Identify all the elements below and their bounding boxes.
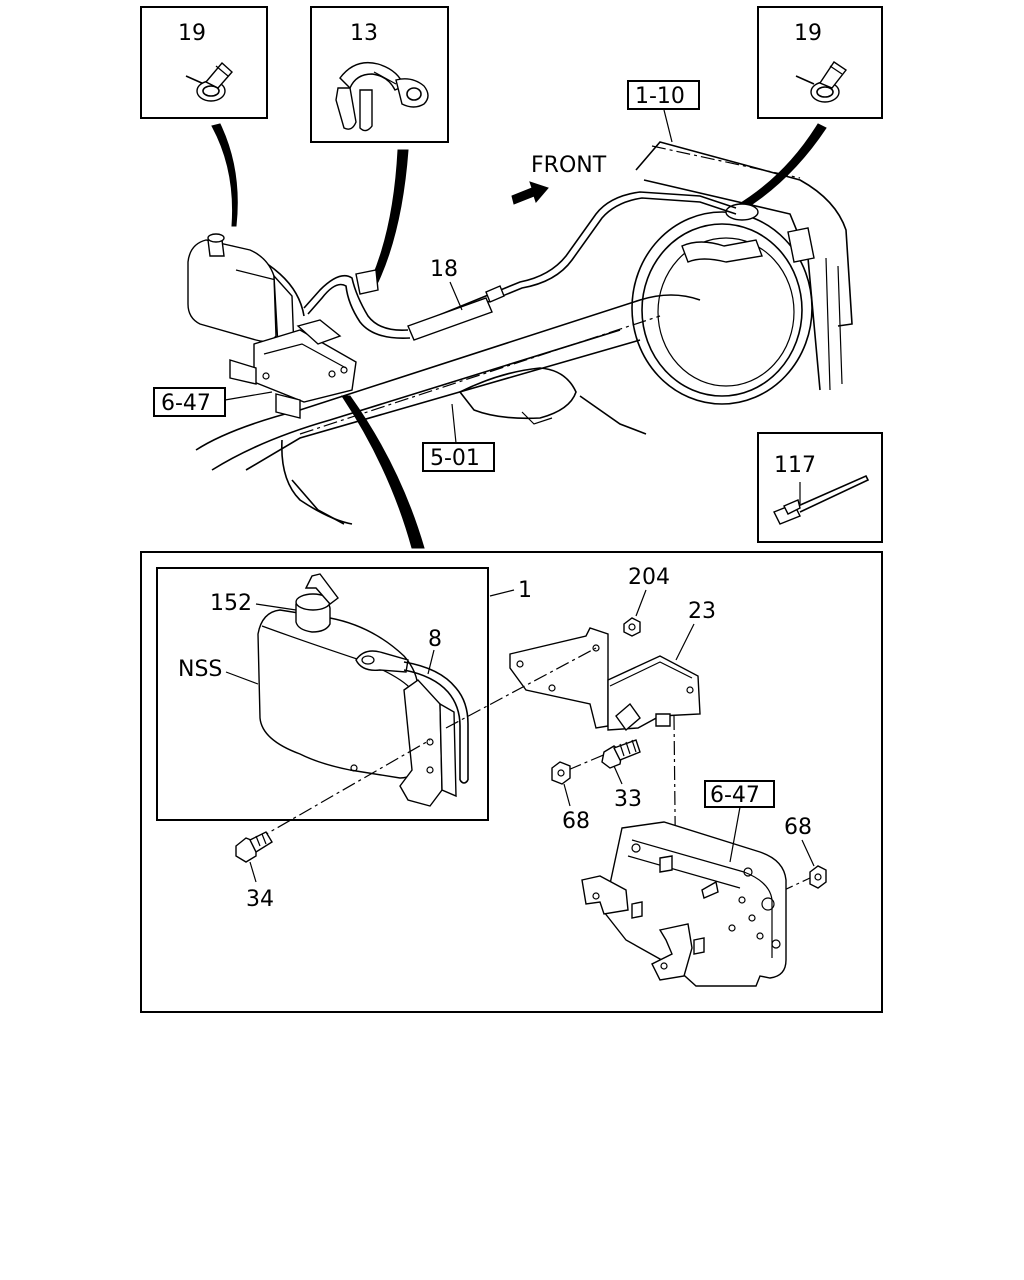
- callout-19-left: 19: [178, 21, 206, 46]
- callout-1: 1: [518, 578, 532, 603]
- callout-nss-group: NSS: [178, 657, 259, 685]
- cable-tie-icon: [773, 474, 870, 525]
- callout-19-right: 19: [794, 21, 822, 46]
- ref-bracket-top: 6-47: [153, 387, 273, 417]
- align-line-1: [445, 647, 597, 729]
- hose-clamp-icon-2: [795, 61, 848, 103]
- reservoir-tank: [257, 573, 469, 807]
- callout-204-group: 204: [628, 565, 670, 617]
- front-label: FRONT: [531, 153, 607, 178]
- callout-68-right-group: 68: [784, 815, 815, 867]
- callout-152: 152: [210, 591, 252, 616]
- callout-68-left: 68: [562, 809, 590, 834]
- callout-68-left-group: 68: [562, 783, 590, 834]
- leader-ribbon-clip: [371, 149, 409, 283]
- ref-5-01-text: 5-01: [430, 446, 480, 471]
- callout-34-group: 34: [246, 861, 274, 912]
- bracket-23: [509, 627, 701, 732]
- callout-33: 33: [614, 787, 642, 812]
- align-line-2: [255, 739, 431, 841]
- callout-23-group: 23: [675, 599, 716, 661]
- hose-clamp-icon: [185, 61, 233, 102]
- callout-18-group: 18: [430, 257, 463, 311]
- callout-152-group: 152: [210, 591, 297, 616]
- callout-1-group: 1: [489, 578, 532, 603]
- leader-ribbon-left: [211, 123, 238, 227]
- callout-117: 117: [774, 453, 816, 478]
- vehicle-assembly-view: [187, 141, 853, 525]
- inset-clamp-right: 19: [757, 6, 883, 119]
- ref-1-10-text: 1-10: [635, 84, 685, 109]
- callout-33-group: 33: [613, 765, 642, 812]
- hose-clip-icon: [335, 61, 429, 132]
- ref-frame: 5-01: [422, 403, 495, 472]
- ref-radiator: 1-10: [627, 80, 700, 143]
- callout-13: 13: [350, 21, 378, 46]
- leader-ribbon-right: [735, 123, 827, 213]
- callout-nss: NSS: [178, 657, 222, 682]
- nut-68-left: [551, 761, 571, 785]
- inset-tie: 117: [757, 432, 883, 543]
- callout-204: 204: [628, 565, 670, 590]
- nut-68-right: [809, 865, 827, 889]
- callout-68-right: 68: [784, 815, 812, 840]
- inset-clamp-left: 19: [140, 6, 268, 119]
- callout-23: 23: [688, 599, 716, 624]
- nut-204: [623, 617, 641, 637]
- ref-6-47-detail-text: 6-47: [710, 783, 760, 808]
- base-bracket: [581, 821, 787, 987]
- callout-8-group: 8: [427, 627, 442, 675]
- align-line-3: [567, 747, 621, 771]
- front-arrow-icon: [511, 181, 549, 205]
- inset-clip: 13: [310, 6, 449, 143]
- bolt-34: [235, 831, 273, 863]
- front-direction-indicator: FRONT: [511, 153, 607, 205]
- ref-bracket-detail: 6-47: [704, 780, 775, 863]
- callout-34: 34: [246, 887, 274, 912]
- bolt-33: [601, 739, 641, 769]
- leader-ribbon-detail: [341, 395, 425, 549]
- ref-6-47-top-text: 6-47: [161, 391, 211, 416]
- callout-8: 8: [428, 627, 442, 652]
- callout-18: 18: [430, 257, 458, 282]
